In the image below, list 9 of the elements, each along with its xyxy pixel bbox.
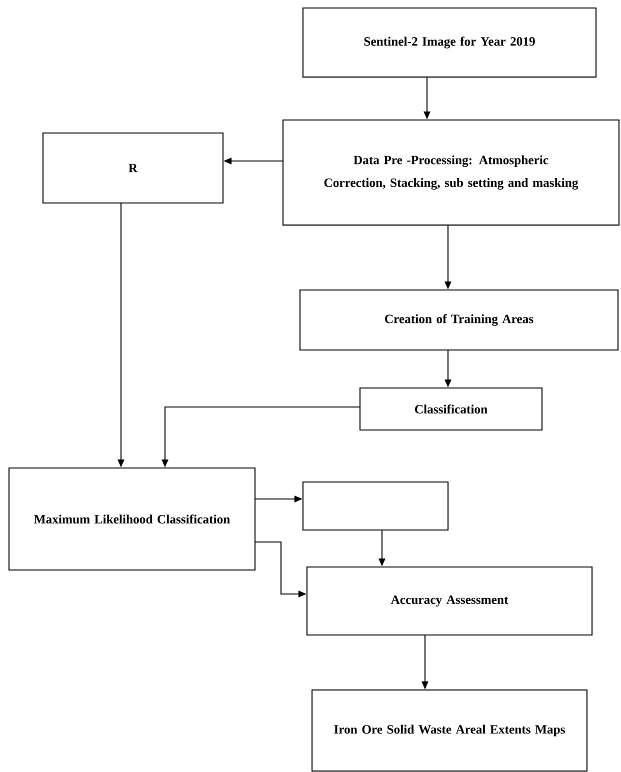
process-box: Sentinel-2 Image for Year 2019 bbox=[302, 7, 597, 78]
process-box: Accuracy Assessment bbox=[306, 566, 593, 636]
process-box: Iron Ore Solid Waste Areal Extents Maps bbox=[312, 689, 588, 772]
process-box: Creation of Training Areas bbox=[299, 289, 619, 351]
process-box: Classification bbox=[359, 387, 543, 431]
process-box: Data Pre -Processing: Atmospheric Correction, Stacking, sub setting and masking bbox=[282, 119, 620, 226]
empty-box bbox=[302, 481, 449, 531]
process-box: R bbox=[42, 132, 224, 204]
process-box: Maximum Likelihood Classification bbox=[8, 467, 256, 571]
